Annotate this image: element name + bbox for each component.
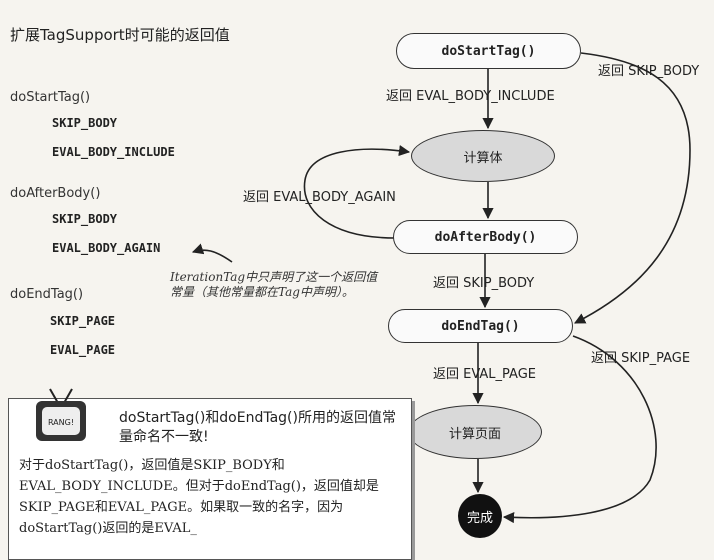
node-dostarttag: doStartTag() [396, 33, 581, 69]
node-doendtag: doEndTag() [388, 309, 573, 343]
node-evaluate-page: 计算页面 [408, 405, 542, 459]
label-skip-page: 返回 SKIP_PAGE [591, 351, 691, 366]
tv-icon-text: RANG! [48, 418, 74, 427]
label-eval-body-include: 返回 EVAL_BODY_INCLUDE [386, 89, 555, 104]
const-skip-body: SKIP_BODY [52, 116, 118, 130]
node-done: 完成 [458, 494, 502, 538]
const-eval-page: EVAL_PAGE [50, 343, 116, 357]
method-dostarttag: doStartTag() [10, 90, 91, 105]
label-eval-body-again: 返回 EVAL_BODY_AGAIN [243, 190, 396, 205]
const-eval-body-again: EVAL_BODY_AGAIN [52, 241, 161, 255]
label-skip-body-after: 返回 SKIP_BODY [433, 276, 535, 291]
node-evaluate-body: 计算体 [411, 130, 555, 182]
arrow-start-skip [574, 52, 691, 324]
callout-title: doStartTag()和doEndTag()所用的返回值常量命名不一致! [119, 410, 396, 445]
label-skip-body-start: 返回 SKIP_BODY [598, 64, 700, 79]
handwritten-note: IterationTag中只声明了这一个返回值常量（其他常量都在Tag中声明）。 [170, 270, 378, 299]
node-doafterbody: doAfterBody() [393, 220, 578, 254]
const-skip-body-2: SKIP_BODY [52, 212, 118, 226]
callout-box: doStartTag()和doEndTag()所用的返回值常量命名不一致! 对于… [8, 398, 412, 560]
arrow-end-skip [502, 335, 657, 524]
const-eval-body-include: EVAL_BODY_INCLUDE [52, 145, 175, 159]
page-heading: 扩展TagSupport时可能的返回值 [10, 26, 230, 44]
arrow-note-pointer [191, 243, 233, 263]
tv-icon: RANG! [36, 388, 86, 441]
method-doafterbody: doAfterBody() [10, 186, 101, 201]
flow-arrows [191, 52, 691, 524]
label-eval-page: 返回 EVAL_PAGE [433, 367, 537, 382]
method-doendtag: doEndTag() [10, 287, 84, 302]
callout-body: 对于doStartTag()，返回值是SKIP_BODY和EVAL_BODY_I… [19, 458, 379, 536]
arrow-after-to-body [303, 145, 411, 239]
const-skip-page: SKIP_PAGE [50, 314, 116, 328]
